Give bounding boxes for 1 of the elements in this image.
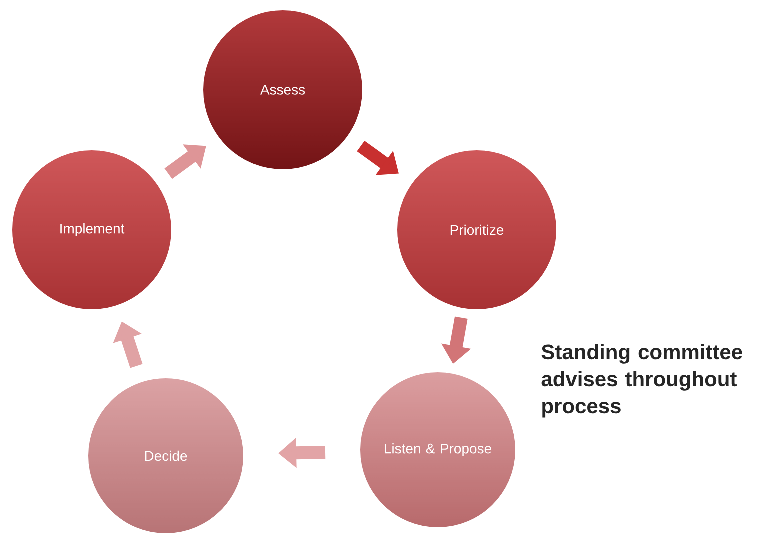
note-text: Standing committee advises throughout process <box>542 344 742 418</box>
